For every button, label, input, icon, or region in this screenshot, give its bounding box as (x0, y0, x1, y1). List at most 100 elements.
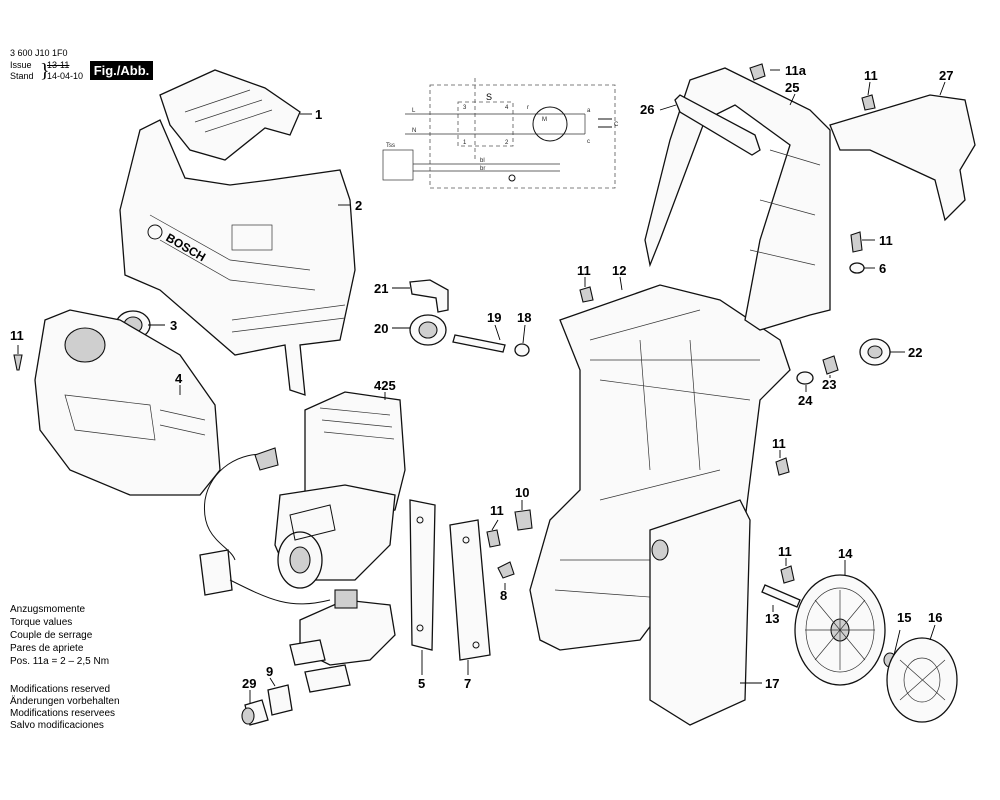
part-pump-head (289, 589, 396, 693)
part-2-upper-housing: BOSCH (119, 119, 356, 396)
callout-label: 27 (939, 68, 953, 83)
part-23-screw (822, 355, 839, 375)
issue-label: Issue (10, 60, 32, 70)
callout-label: 20 (374, 321, 388, 336)
callout-label: 11a (785, 63, 807, 78)
torque-line: Couple de serrage (10, 630, 93, 641)
leader-lines (17, 69, 946, 703)
callouts: 1 2 3 4 11 425 21 20 19 18 26 11a 25 11 … (10, 63, 953, 691)
part-13-axle (761, 584, 801, 608)
callout-label: 16 (928, 610, 942, 625)
part-24-washer (796, 371, 814, 385)
stand-value: 14-04-10 (47, 71, 84, 81)
callout-label: 1 (315, 107, 322, 122)
part-5-bracket (409, 499, 436, 651)
callout-label: 4 (175, 371, 183, 386)
part-9-connector (267, 684, 293, 716)
callout-label: 6 (879, 261, 886, 276)
part-4-front-cover (34, 309, 221, 496)
schematic-frame (429, 84, 616, 189)
part-11-screw-right-1 (850, 231, 863, 253)
wiring-schematic: S L N 3 4 1 2 M r C a c Tss bl br (382, 78, 619, 189)
callout-label: 18 (517, 310, 531, 325)
switch-label: S (486, 92, 492, 102)
part-10-clip (514, 509, 533, 531)
part-20-filter-cap (409, 314, 447, 346)
part-17-rear-cover (649, 499, 751, 726)
part-25-handle-frame (644, 67, 831, 331)
header-brace: } (40, 60, 50, 82)
callout-label: 12 (612, 263, 626, 278)
terminal-n: N (412, 128, 416, 134)
part-14-wheel (794, 574, 886, 686)
part-11-screw-center (486, 529, 501, 548)
part-26-handle-grip (674, 94, 761, 156)
torque-line: Pos. 11a = 2 – 2,5 Nm (10, 656, 110, 667)
terminal-r: r (527, 105, 529, 111)
torque-line: Anzugsmomente (10, 604, 86, 615)
modifications-line: Modifications reservees (10, 708, 116, 719)
callout-label: 23 (822, 377, 836, 392)
stand-label: Stand (10, 71, 34, 81)
part-11a-screw (749, 63, 766, 81)
callout-label: 21 (374, 281, 388, 296)
torque-line: Pares de apriete (10, 643, 84, 654)
callout-label: 29 (242, 676, 256, 691)
callout-label: 11 (10, 328, 24, 343)
switch-box (457, 101, 514, 147)
callout-label: 2 (355, 198, 362, 213)
terminal-l: L (412, 108, 416, 114)
part-16-hub-cap (886, 637, 958, 723)
part-7-bracket (449, 519, 491, 661)
callout-label: 425 (374, 378, 396, 393)
part-6-washer (849, 262, 865, 274)
callout-label: 11 (778, 544, 792, 559)
callout-label: 14 (838, 546, 853, 561)
doc-number: 3 600 J10 1F0 (10, 48, 68, 58)
part-8-screw (497, 561, 515, 579)
part-18-nozzle (514, 343, 530, 357)
terminal-br: br (480, 166, 485, 172)
part-27-hose-hook (829, 94, 976, 222)
terminal-4: 4 (505, 105, 509, 111)
callout-label: 11 (490, 503, 504, 518)
part-425-motor-pump (199, 391, 406, 605)
part-29-nozzle-coupling (241, 699, 269, 726)
callout-label: 11 (864, 68, 878, 83)
callout-label: 9 (266, 664, 273, 679)
issue-value: 13-11 (47, 60, 70, 70)
torque-line: Torque values (10, 617, 73, 628)
callout-label: 22 (908, 345, 922, 360)
part-21-elbow (409, 279, 449, 313)
modifications-line: Salvo modificaciones (10, 720, 104, 731)
thermal-switch-label: Tss (386, 143, 395, 149)
terminal-2: 2 (505, 140, 509, 146)
callout-label: 15 (897, 610, 911, 625)
terminal-1: 1 (463, 140, 467, 146)
callout-label: 5 (418, 676, 425, 691)
thermal-switch-box (382, 149, 414, 181)
terminal-c: c (587, 139, 590, 145)
callout-label: 8 (500, 588, 507, 603)
part-22-cap (859, 338, 891, 366)
capacitor-label: C (614, 122, 619, 128)
terminal-3: 3 (463, 105, 467, 111)
callout-label: 7 (464, 676, 471, 691)
part-19-hose (452, 334, 506, 353)
callout-label: 17 (765, 676, 779, 691)
callout-label: 19 (487, 310, 501, 325)
part-11-screw-mid (579, 286, 594, 303)
part-11-screw-right-3 (780, 565, 795, 584)
modifications-line: Modifications reserved (10, 684, 111, 695)
callout-label: 3 (170, 318, 177, 333)
motor-label: M (542, 117, 547, 123)
callout-label: 26 (640, 102, 654, 117)
callout-label: 11 (772, 436, 786, 451)
callout-label: 11 (879, 233, 893, 248)
motor-symbol (532, 106, 568, 142)
modifications-line: Änderungen vorbehalten (10, 696, 120, 707)
part-11-screw-left (13, 354, 23, 371)
callout-label: 24 (798, 393, 813, 408)
